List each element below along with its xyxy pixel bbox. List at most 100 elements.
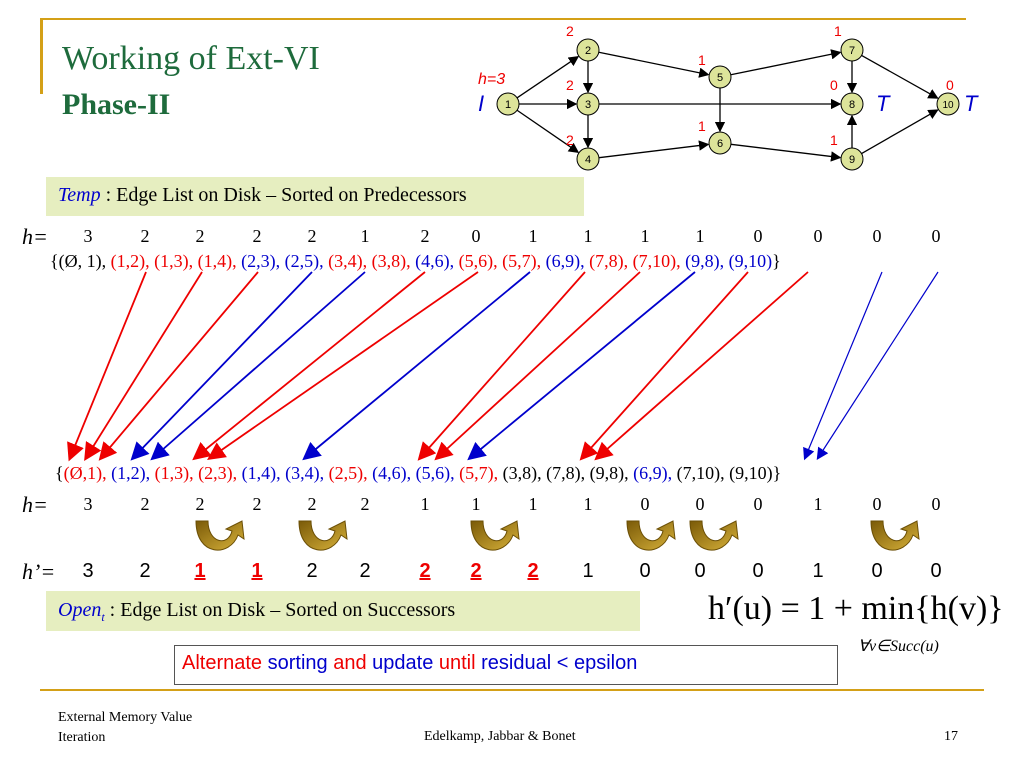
- h-value: 2: [140, 226, 150, 246]
- mapping-arrow: [98, 271, 259, 461]
- update-arrow-icon: [298, 520, 348, 551]
- graph-node-label: 7: [849, 45, 855, 57]
- graph-edge-7-10: [861, 54, 939, 99]
- brace: {: [55, 463, 64, 483]
- edge-pair: (5,6),: [415, 463, 460, 483]
- h-value: 0: [813, 226, 823, 246]
- mapping-arrow: [579, 271, 749, 461]
- accent-bar-vertical: [40, 18, 43, 94]
- h-value: 0: [695, 494, 705, 514]
- mapping-arrow: [67, 271, 147, 462]
- edge-pair: (9,8),: [589, 463, 634, 483]
- graph-node-label: 5: [717, 72, 723, 84]
- edge-pair: (3,8),: [371, 251, 416, 271]
- graph-node-3: [576, 92, 600, 116]
- row1-h-label: h=: [22, 224, 48, 249]
- edge-pair: (1,3),: [154, 251, 198, 271]
- graph-node-h-value: 2: [566, 23, 574, 39]
- mapping-arrow: [816, 271, 939, 461]
- open-subscript: t: [101, 610, 105, 624]
- mapping-arrow: [434, 271, 641, 461]
- edge-pair: (7,10),: [632, 251, 686, 271]
- h-value: 1: [420, 494, 430, 514]
- h-value: 2: [420, 226, 430, 246]
- open-box: [46, 591, 640, 631]
- h-value: 3: [83, 494, 93, 514]
- mapping-arrow: [594, 271, 809, 461]
- graph-node-h-value: 1: [698, 118, 706, 134]
- h-value: 0: [694, 560, 706, 582]
- h-value: 2: [360, 494, 370, 514]
- h-value: 2: [139, 560, 151, 582]
- h-value: 2: [140, 494, 150, 514]
- h-value: 1: [582, 560, 594, 582]
- bellman-formula: h′(u) = 1 + min{h(v)}: [708, 590, 1004, 627]
- temp-description: : Edge List on Disk – Sorted on Predeces…: [100, 184, 467, 206]
- alternate-note-box: [174, 645, 838, 685]
- h-value: 0: [931, 226, 941, 246]
- graph-node-label: 9: [849, 154, 855, 166]
- row2-edge-list: {(Ø,1), (1,2), (1,3), (2,3), (1,4), (3,4…: [55, 463, 781, 484]
- edge-pair: (7,8),: [589, 251, 633, 271]
- mapping-arrow: [207, 271, 479, 461]
- edge-pair: (1,4),: [241, 463, 286, 483]
- graph-node-label: 8: [849, 99, 855, 111]
- edge-pair: (2,3),: [198, 463, 242, 483]
- h-value: 0: [752, 560, 764, 582]
- mapping-arrow: [803, 271, 883, 461]
- mapping-arrow: [192, 271, 426, 461]
- mapping-arrow: [84, 271, 203, 462]
- edge-pair: (Ø,1),: [63, 463, 112, 483]
- edge-pair: (6,9),: [545, 251, 590, 271]
- footer-divider: [40, 689, 984, 691]
- h-value: 1: [813, 494, 823, 514]
- graph-edge-6-9: [730, 143, 842, 162]
- temp-caption: Temp : Edge List on Disk – Sorted on Pre…: [58, 184, 467, 207]
- mapping-arrow: [467, 271, 696, 461]
- h-value: 2: [527, 560, 539, 582]
- h-value: 0: [872, 494, 882, 514]
- footer-left-line2: Iteration: [58, 730, 106, 745]
- graph-edge-2-5: [598, 51, 710, 78]
- graph-node-1: [496, 92, 520, 116]
- edge-pair: (4,6),: [415, 251, 459, 271]
- h-value: 3: [82, 560, 94, 582]
- h-value: 1: [583, 226, 593, 246]
- note-word: Alternate: [182, 652, 268, 674]
- graph-node-h-value: 1: [830, 132, 838, 148]
- edge-pair: (9,8),: [685, 251, 729, 271]
- brace: }: [772, 463, 782, 483]
- alternate-note: Alternate sorting and update until resid…: [182, 652, 637, 675]
- edge-pair: (3,4),: [328, 251, 372, 271]
- h-value: 2: [359, 560, 371, 582]
- edge-pair: (6,9),: [633, 463, 677, 483]
- graph-edge-1-4: [516, 109, 580, 153]
- graph-h-label: h=3: [478, 71, 505, 88]
- h-value: 2: [195, 494, 205, 514]
- edge-pair: (2,5),: [328, 463, 373, 483]
- h-value: 1: [640, 226, 650, 246]
- h-value: 2: [306, 560, 318, 582]
- h-value: 2: [307, 494, 317, 514]
- h-value: 2: [252, 226, 262, 246]
- edge-pair: (1,2),: [111, 463, 155, 483]
- h-value: 2: [419, 560, 431, 582]
- graph-node-h-value: 0: [830, 77, 838, 93]
- h-value: 2: [195, 226, 205, 246]
- h-value: 2: [307, 226, 317, 246]
- h-value: 0: [931, 494, 941, 514]
- brace: }: [772, 251, 781, 271]
- graph-node-label: 3: [585, 99, 591, 111]
- h-value: 1: [528, 226, 538, 246]
- h-value: 0: [871, 560, 883, 582]
- update-arrow-icon: [626, 520, 676, 551]
- h-value: 3: [83, 226, 93, 246]
- h-value: 1: [812, 560, 824, 582]
- graph-node-h-value: 0: [946, 77, 954, 93]
- graph-node-8: [840, 92, 864, 116]
- h-value: 0: [930, 560, 942, 582]
- graph-node-h-value: 1: [698, 52, 706, 68]
- edge-pair: (Ø, 1),: [58, 251, 111, 271]
